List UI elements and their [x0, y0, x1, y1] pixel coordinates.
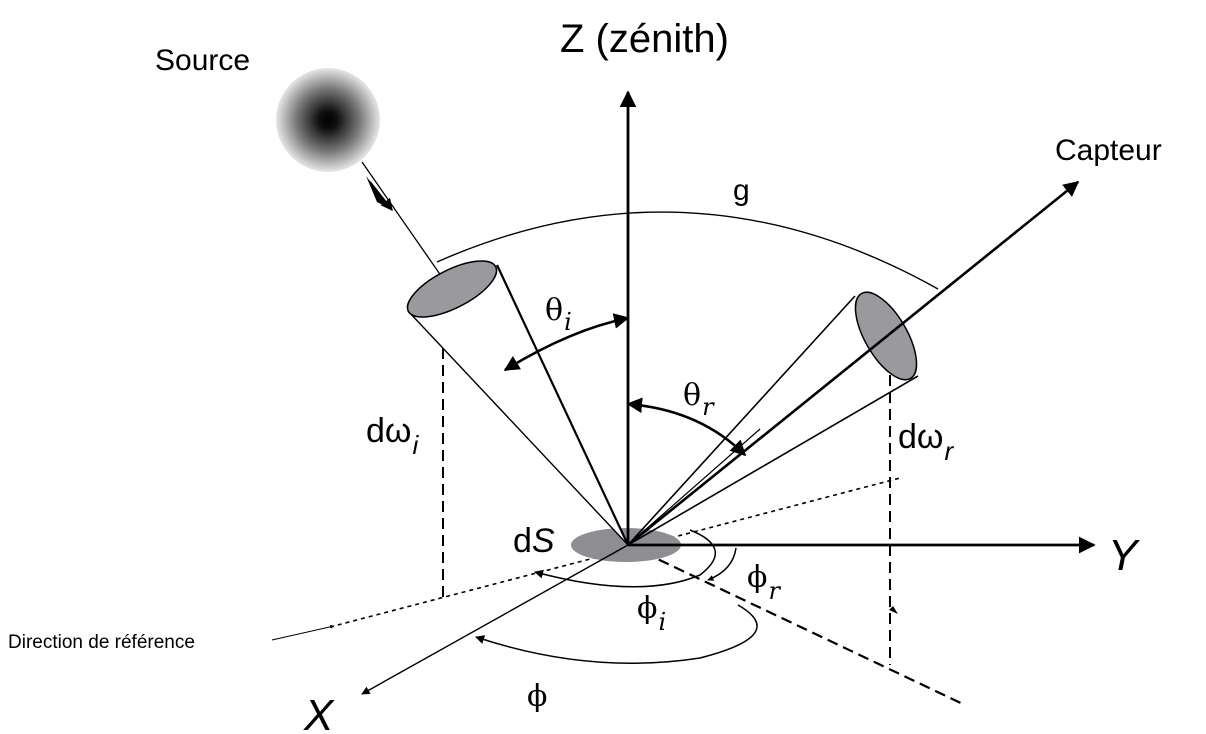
surface-element	[571, 528, 681, 562]
theta-r-label: θr	[683, 378, 715, 421]
surface-label: dS	[513, 522, 555, 560]
phi-i-label: ϕi	[637, 591, 666, 636]
phi-i-arc	[534, 529, 717, 588]
d-omega-r-label: dωr	[898, 418, 954, 466]
theta-r-arc	[626, 397, 747, 457]
phase-angle-label: g	[733, 174, 750, 207]
d-omega-i-label: dωi	[366, 412, 419, 460]
phi-arc	[475, 604, 758, 665]
phase-angle-arc	[436, 211, 939, 290]
theta-i-arc	[503, 313, 630, 372]
incident-cone	[406, 260, 629, 546]
theta-i-label: θi	[545, 293, 572, 336]
reference-direction-label: Direction de référence	[8, 632, 195, 653]
reflected-ray	[627, 180, 1080, 547]
source-sphere	[276, 68, 380, 172]
phi-r-arc	[707, 547, 737, 581]
sensor-label: Capteur	[1055, 134, 1162, 167]
reference-pointer	[271, 624, 335, 641]
sensor-ground-projection	[627, 544, 966, 706]
y-axis-label: Y	[1108, 531, 1140, 580]
source-label: Source	[155, 44, 250, 77]
x-axis	[361, 544, 629, 695]
x-axis-label: X	[303, 691, 335, 734]
zenith-label: Z (zénith)	[560, 17, 729, 61]
phi-label: ϕ	[527, 679, 547, 714]
phi-r-label: ϕr	[747, 560, 781, 605]
reference-direction-line	[329, 477, 901, 628]
